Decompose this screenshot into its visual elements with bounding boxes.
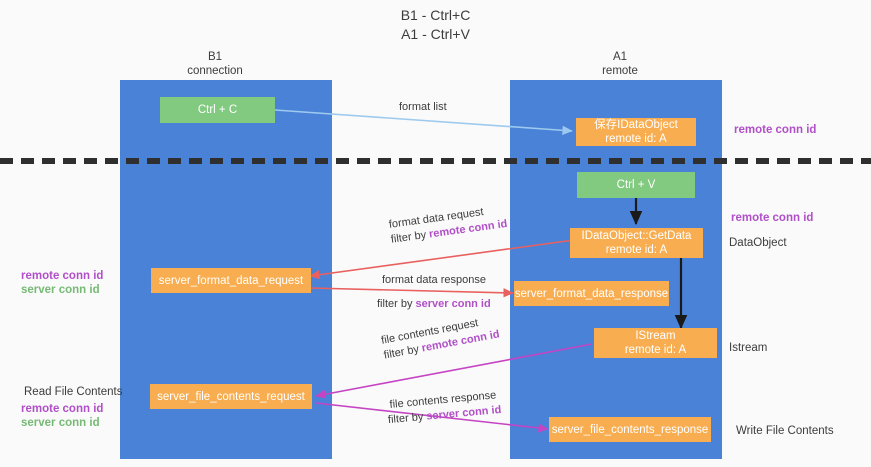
annotation-right-remote-conn-id-mid: remote conn id — [731, 212, 814, 224]
annotation-right-write-file-contents: Write File Contents — [736, 425, 834, 437]
box-server-format-data-response[interactable]: server_format_data_response — [514, 281, 669, 306]
edge-label-file-contents-response-prefix: filter by — [387, 410, 427, 427]
phase-separator — [0, 158, 871, 164]
annotation-right-remote-conn-id-top: remote conn id — [734, 124, 817, 136]
box-istream[interactable]: IStream remote id: A — [594, 328, 717, 358]
edge-label-format-list-line1: format list — [399, 101, 447, 113]
edge-label-format-data-response-line2: filter by server conn id — [377, 297, 491, 312]
left-column-header: B1 connection — [187, 51, 243, 77]
annotation-right-istream: Istream — [729, 342, 768, 354]
edge-label-format-data-response: format data response filter by server co… — [377, 273, 491, 312]
annotation-left-server-conn-id: server conn id — [21, 284, 100, 296]
page-title: B1 - Ctrl+C A1 - Ctrl+V — [400, 7, 471, 42]
annotation-left-read-file-contents: Read File Contents — [24, 386, 123, 398]
edge-label-format-data-response-line1: format data response — [382, 274, 486, 286]
box-idataobject-getdata[interactable]: IDataObject::GetData remote id: A — [570, 228, 703, 258]
edge-label-format-list: format list — [399, 100, 447, 115]
annotation-left-server-conn-id-2: server conn id — [21, 417, 100, 429]
box-server-format-data-request[interactable]: server_format_data_request — [151, 268, 311, 293]
box-save-idataobject[interactable]: 保存IDataObject remote id: A — [576, 118, 696, 146]
right-column-header: A1 remote — [602, 51, 638, 77]
annotation-left-remote-conn-id: remote conn id — [21, 270, 104, 282]
edge-label-format-data-response-prefix: filter by — [377, 298, 416, 310]
annotation-left-remote-conn-id-2: remote conn id — [21, 403, 104, 415]
box-ctrl-v[interactable]: Ctrl + V — [577, 172, 695, 198]
box-server-file-contents-response[interactable]: server_file_contents_response — [549, 417, 711, 442]
annotation-right-dataobject: DataObject — [729, 237, 787, 249]
edge-label-format-data-request-prefix: filter by — [390, 228, 430, 246]
box-ctrl-c[interactable]: Ctrl + C — [160, 97, 275, 123]
edge-label-format-data-response-highlight: server conn id — [415, 298, 491, 310]
box-server-file-contents-request[interactable]: server_file_contents_request — [150, 384, 312, 409]
